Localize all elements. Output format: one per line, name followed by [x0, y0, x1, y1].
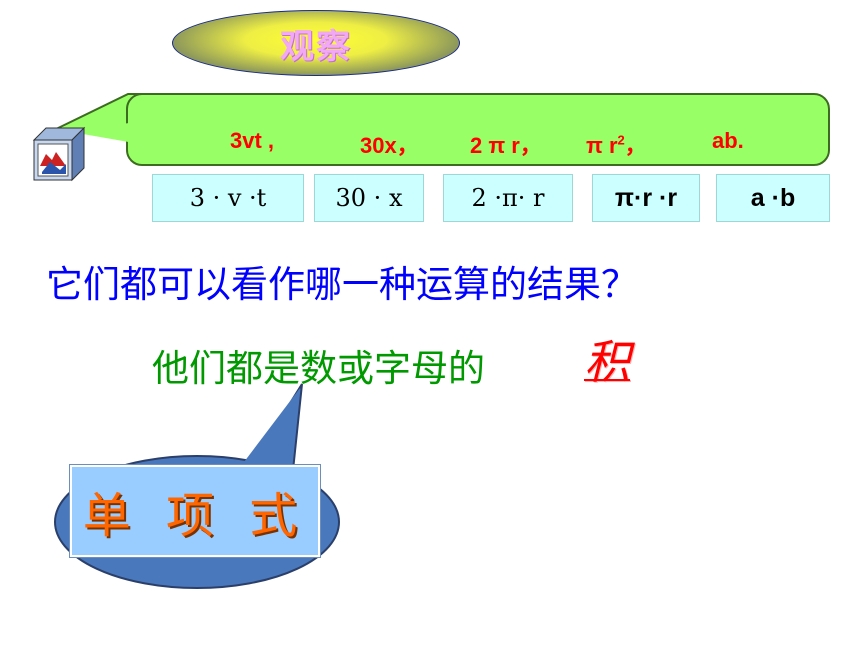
factor-box-4: π·r ·r: [592, 174, 700, 222]
term-text: 单 项 式: [82, 488, 308, 544]
expression-4-comma: ，: [624, 133, 647, 158]
expression-5: ab.: [712, 128, 744, 153]
factor-box-1: 3 · v ·t: [152, 174, 304, 222]
answer-text: 他们都是数或字母的: [152, 347, 485, 390]
callout-tail-fill: [60, 122, 140, 144]
expression-3: 2 π r，: [470, 133, 542, 158]
title-text: 观察: [280, 26, 352, 67]
factor-box-5: a ·b: [716, 174, 830, 222]
title-ellipse: 观察: [172, 10, 460, 76]
expression-4-exponent: 2: [617, 132, 625, 148]
expression-2: 30x，: [360, 133, 419, 158]
expressions-callout: [126, 93, 830, 166]
question-text: 它们都可以看作哪一种运算的结果？: [46, 263, 638, 306]
factor-box-2: 30 · x: [314, 174, 424, 222]
expression-1: 3vt ,: [230, 128, 275, 153]
product-highlight: 积: [584, 335, 630, 389]
term-label: 单 项 式: [69, 464, 321, 558]
factor-box-3: 2 ·π· r: [443, 174, 573, 222]
expression-4: π r2，: [586, 128, 647, 158]
expression-4-base: π r: [586, 133, 618, 158]
cube-icon[interactable]: [32, 126, 86, 182]
